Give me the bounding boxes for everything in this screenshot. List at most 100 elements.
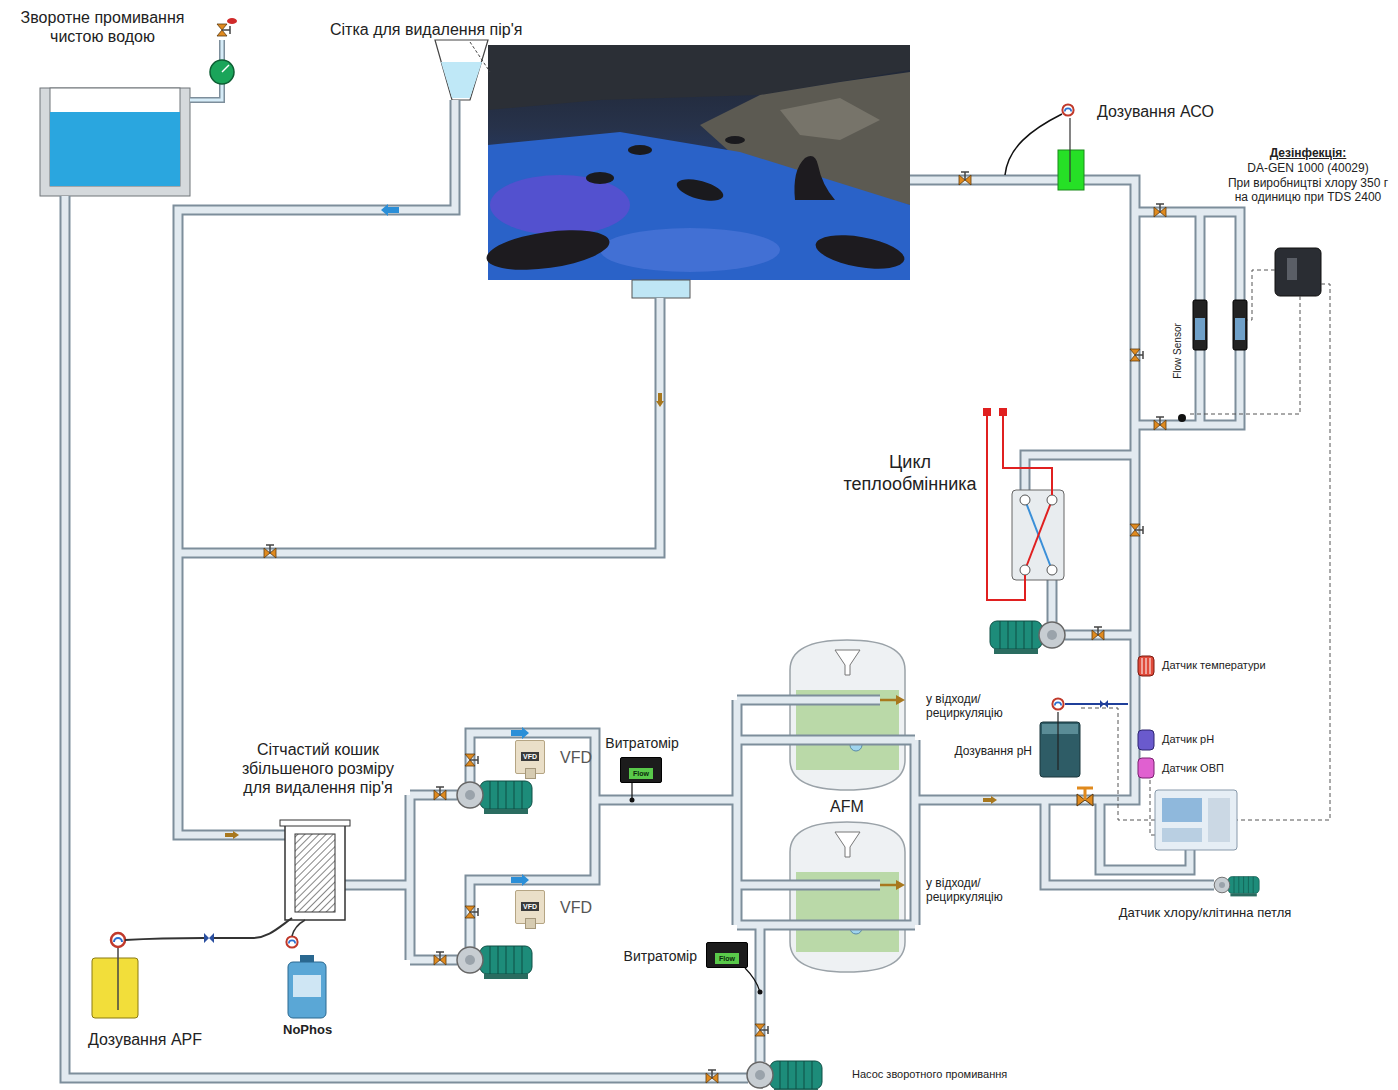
sensor-label: Датчик ОВП xyxy=(1162,762,1224,775)
flow-arrow xyxy=(983,796,997,804)
pool-photo xyxy=(490,175,630,235)
supply-valve xyxy=(217,24,230,36)
feather-screen xyxy=(435,40,490,100)
dosing-aco xyxy=(1069,118,1070,182)
pump-label: Насос зворотного промивання xyxy=(852,1068,1007,1081)
pump-symbol xyxy=(747,1061,822,1090)
control-wire xyxy=(1237,284,1330,820)
flow-arrow xyxy=(511,727,529,739)
backwash-tank xyxy=(40,88,190,196)
dosing-apf xyxy=(204,933,214,943)
dosing-nophos xyxy=(293,975,321,997)
pool-photo xyxy=(586,172,614,184)
chlorinator xyxy=(1195,318,1205,340)
dosing-apf xyxy=(125,938,204,940)
pool-photo xyxy=(794,156,835,200)
basket-strainer xyxy=(280,820,350,826)
pool-photo xyxy=(725,136,745,144)
valve-symbol xyxy=(465,906,478,918)
chlorine-analyzer xyxy=(1208,798,1230,842)
dosing-nophos xyxy=(286,920,326,1018)
sensor-probe xyxy=(1138,656,1154,778)
valve-symbol xyxy=(1130,349,1143,361)
feather-screen xyxy=(441,62,482,98)
valve-symbol xyxy=(1154,417,1166,430)
heat-exchanger xyxy=(1025,500,1052,570)
pool-drain xyxy=(632,280,690,298)
dosing-ph xyxy=(1040,722,1080,777)
dosing-ph xyxy=(1100,700,1108,708)
dosing-apf xyxy=(92,958,138,1018)
chlorinator xyxy=(1178,414,1186,422)
panel-text: Flow xyxy=(715,953,739,964)
valve-symbol xyxy=(434,952,446,965)
pool-photo xyxy=(484,224,612,277)
heat-exchanger xyxy=(1012,490,1064,580)
backwash-tank xyxy=(50,112,180,186)
panel-label: Витратомір xyxy=(605,735,678,752)
panel-text: VFD xyxy=(521,752,539,761)
afm-filter xyxy=(790,640,905,790)
pool-photo xyxy=(813,229,907,274)
pump-symbol xyxy=(1214,877,1259,897)
panel-label: Витратомір xyxy=(624,948,697,965)
dosing-aco xyxy=(1005,114,1062,175)
panel-text: VFD xyxy=(521,902,539,911)
sensor-probe xyxy=(1138,758,1154,778)
flow-arrow xyxy=(511,874,529,886)
supply-valve xyxy=(210,60,234,84)
pool-photo xyxy=(600,228,780,272)
chlorinator xyxy=(1233,300,1247,350)
backwash-tank xyxy=(40,88,190,196)
flow-arrow xyxy=(896,880,905,890)
dosing-ph xyxy=(1040,698,1128,777)
filter-label: AFM xyxy=(830,797,864,816)
chlorinator xyxy=(1287,258,1297,280)
dosing-apf xyxy=(214,918,292,938)
flow-meter: ВитратомірFlow xyxy=(706,942,748,968)
pool-photo xyxy=(484,45,910,280)
vfd-panel: VFDVFD xyxy=(515,740,545,774)
supply-valve xyxy=(222,65,229,72)
waste-label: у відходи/ рециркуляцію xyxy=(926,692,1036,721)
dosing-nophos xyxy=(292,920,305,936)
dosing-aco xyxy=(1062,104,1073,115)
sensor-label: Датчик температури xyxy=(1162,659,1266,672)
flow-meter: ВитратомірFlow xyxy=(620,757,662,783)
panel-text: Flow xyxy=(629,768,653,779)
chlorine-analyzer xyxy=(1155,790,1237,850)
valve-symbol xyxy=(1077,788,1093,806)
chlorinator xyxy=(1193,300,1207,350)
flow-arrow xyxy=(656,393,664,407)
flow-arrow xyxy=(225,204,997,890)
dosing-label: Дозування APF xyxy=(88,1030,202,1049)
flow-arrow xyxy=(880,699,898,702)
flow-arrow xyxy=(880,884,898,887)
heat-exchanger xyxy=(983,408,1064,600)
heat-exchanger xyxy=(1047,565,1057,575)
dosing-aco xyxy=(1058,150,1084,190)
disinfection-heading: Дезінфекція: xyxy=(1222,146,1394,160)
control-wire xyxy=(1188,296,1300,414)
signal-wire xyxy=(631,783,632,800)
pump-symbol xyxy=(990,621,1065,654)
heat-exchanger xyxy=(1047,495,1057,505)
backwash-tank xyxy=(50,88,180,186)
valve-symbol xyxy=(755,1024,768,1036)
dosing-apf xyxy=(92,918,292,1018)
heat-exchanger xyxy=(1003,414,1052,495)
device-model: DA-GEN 1000 (40029) xyxy=(1222,161,1394,175)
pipe-run xyxy=(65,100,1240,1078)
dosing-label: Дозування АСО xyxy=(1097,102,1214,121)
dosing-apf xyxy=(111,933,125,947)
signal-wire xyxy=(758,990,763,995)
valve-symbol xyxy=(1077,788,1093,800)
dosing-aco xyxy=(1005,104,1084,190)
pool-photo xyxy=(780,98,880,140)
chlorinator xyxy=(1235,318,1245,340)
valve-symbol xyxy=(1154,204,1166,217)
chlorinator xyxy=(1178,248,1321,422)
pump-symbol xyxy=(457,621,1259,1090)
valve-symbol xyxy=(434,787,446,800)
